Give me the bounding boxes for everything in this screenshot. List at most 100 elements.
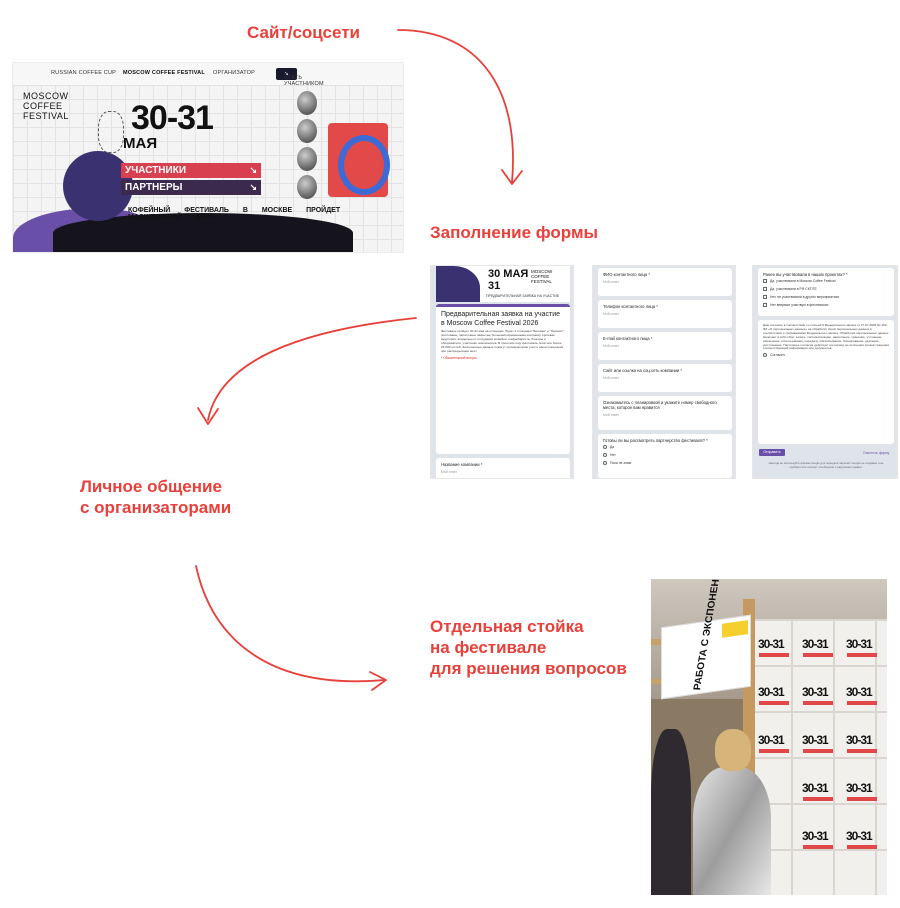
festival-poster: 30-31 (799, 723, 837, 765)
participants-button[interactable]: УЧАСТНИКИ ↘ (121, 163, 261, 178)
poster-date: 30-31 (802, 829, 829, 843)
radio-option-yes[interactable]: Да (598, 443, 732, 451)
contact-name-input[interactable]: Мой ответ (603, 280, 620, 285)
step-label-site: Сайт/соцсети (247, 23, 360, 42)
arrow-icon: ↘ (249, 165, 257, 175)
poster-date: 30-31 (846, 685, 873, 699)
person-silhouette (681, 729, 771, 895)
poster-date: 30-31 (846, 829, 873, 843)
poster-date: 30-31 (846, 733, 873, 747)
question-company: Название компании * (441, 462, 483, 467)
form-screenshot-consent: Ранее вы участвовали в наших проектах? *… (752, 265, 898, 479)
option-label: Пока не знаю (610, 461, 632, 466)
poster-date: 30-31 (802, 685, 829, 699)
nav-item-coffee-cup[interactable]: RUSSIAN COFFEE CUP (51, 70, 117, 76)
festival-poster: 30-31 (755, 627, 793, 669)
option-label: Нет (610, 453, 616, 458)
question-phone-card: Телефон контактного лица * Мой ответ (598, 300, 732, 328)
poster-date: 30-31 (802, 733, 829, 747)
checkbox-option[interactable]: Да, участвовали в Moscow Coffee Festival (758, 277, 894, 285)
poster-date: 30-31 (758, 733, 785, 747)
step-label-personal-contact: Личное общение с организаторами (80, 477, 232, 517)
festival-poster: 30-31 (843, 771, 881, 813)
form-screenshot-questions: ФИО контактного лица * Мой ответ Телефон… (592, 265, 736, 479)
question-contact-name: ФИО контактного лица * (603, 272, 651, 277)
arrow-form-to-personal (207, 317, 417, 421)
placement-input[interactable]: Мой ответ (603, 413, 620, 418)
become-participant-button[interactable]: СТАТЬ УЧАСТНИКОМ ↘ (276, 68, 324, 87)
radio-icon (603, 445, 607, 450)
question-phone: Телефон контактного лица * (603, 304, 658, 309)
site-screenshot: RUSSIAN COFFEE CUP MOSCOW COFFEE FESTIVA… (12, 62, 404, 253)
submit-button[interactable]: Отправить (759, 449, 785, 456)
arrow-site-to-form (397, 29, 514, 183)
option-label: Нет, не участвовали в других мероприятия… (770, 295, 840, 300)
festival-poster: 30-31 (843, 723, 881, 765)
festival-poster: 30-31 (799, 771, 837, 813)
form-screenshot-intro: 30 МАЯ 31 MOSCOW COFFEE FESTIVAL ПРЕДВАР… (430, 265, 574, 479)
form-footer: Никогда не используйте формы Google для … (768, 461, 884, 469)
nav-item-organizer[interactable]: ОРГАНИЗАТОР (213, 70, 255, 76)
partners-button[interactable]: ПАРТНЕРЫ ↘ (121, 180, 261, 195)
question-email: E-mail контактного лица * (603, 336, 653, 341)
step-label-form: Заполнение формы (430, 223, 599, 242)
option-label: Да (610, 445, 615, 450)
background-person (651, 729, 691, 895)
clear-form-link[interactable]: Очистить форму (863, 451, 890, 455)
question-previous-card: Ранее вы участвовали в наших проектах? *… (758, 268, 894, 316)
question-placement-card: Ознакомьтесь с планировкой и укажите ном… (598, 396, 732, 430)
question-email-card: E-mail контактного лица * Мой ответ (598, 332, 732, 360)
festival-poster: 30-31 (843, 627, 881, 669)
person-jacket (693, 767, 771, 895)
festival-stand-photo: 30-31 30-31 30-31 30-31 30-31 30-31 30-3… (651, 579, 887, 895)
site-nav: RUSSIAN COFFEE CUP MOSCOW COFFEE FESTIVA… (13, 63, 403, 87)
radio-option-later[interactable]: Пока не знаю (598, 459, 732, 467)
question-site: Сайт или ссылка на соц.сеть компании * (603, 368, 683, 373)
poster-date: 30-31 (846, 637, 873, 651)
coffee-beans-illustration (295, 91, 321, 203)
checkbox-icon (763, 279, 767, 284)
banner-subtitle: ПРЕДВАРИТЕЛЬНАЯ ЗАЯВКА НА УЧАСТИЕ (486, 294, 560, 298)
coffee-bean-icon (297, 91, 317, 115)
festival-poster: 30-31 (843, 675, 881, 717)
coffee-bean-icon (297, 147, 317, 171)
question-site-card: Сайт или ссылка на соц.сеть компании * М… (598, 364, 732, 392)
poster-date: 30-31 (846, 781, 873, 795)
step-label-festival-stand: Отдельная стойка на фестивале для решени… (430, 617, 627, 678)
checkbox-option[interactable]: Да, участвовали в РФ СКТ/ГЕ (758, 285, 894, 293)
festival-poster: 30-31 (799, 627, 837, 669)
festival-month: МАЯ (123, 135, 158, 152)
email-input[interactable]: Мой ответ (603, 344, 620, 349)
poster-wall: 30-31 30-31 30-31 30-31 30-31 30-31 30-3… (751, 619, 887, 895)
festival-poster: 30-31 (755, 675, 793, 717)
checkbox-option[interactable]: Нет впервые участвую в фестивалях (758, 301, 894, 309)
company-input[interactable]: Мой ответ (441, 470, 458, 475)
partners-label: ПАРТНЕРЫ (125, 182, 183, 193)
site-input[interactable]: Мой ответ (603, 376, 620, 381)
festival-poster: 30-31 (843, 819, 881, 861)
arrow-personal-to-stand (195, 565, 385, 683)
coffee-bean-icon (297, 119, 317, 143)
arrowhead (501, 169, 523, 185)
participants-label: УЧАСТНИКИ (125, 165, 187, 176)
ticker-text: КОФЕЙНЫЙ ФЕСТИВАЛЬ В МОСКВЕ ПРОЙДЕТ МАСШ… (128, 207, 341, 221)
option-label: Да, участвовали в Moscow Coffee Festival (770, 279, 836, 284)
question-partnership: Готовы ли вы рассмотреть партнерство фес… (603, 438, 708, 443)
radio-option-agree[interactable]: Согласен (758, 351, 894, 359)
checkbox-option[interactable]: Нет, не участвовали в других мероприятия… (758, 293, 894, 301)
sign-yellow-mark (722, 620, 748, 638)
required-note: * Обязательный вопрос (441, 355, 478, 360)
abstract-art-block (328, 123, 390, 197)
consent-text: Даю согласие в соответствии со статьей 9… (763, 323, 889, 351)
nav-item-festival[interactable]: MOSCOW COFFEE FESTIVAL (123, 70, 205, 76)
checkbox-icon (763, 295, 767, 300)
radio-option-no[interactable]: Нет (598, 451, 732, 459)
radio-icon (603, 453, 607, 458)
festival-date: 30-31 (131, 99, 214, 137)
festival-poster: 30-31 (799, 675, 837, 717)
festival-logo: MOSCOW COFFEE FESTIVAL (23, 91, 69, 121)
phone-input[interactable]: Мой ответ (603, 312, 620, 317)
form-description: Фестиваль пройдет 30-31 мая на площадке.… (441, 329, 564, 353)
question-previous: Ранее вы участвовали в наших проектах? * (763, 272, 848, 277)
option-label: Нет впервые участвую в фестивалях (770, 303, 829, 308)
